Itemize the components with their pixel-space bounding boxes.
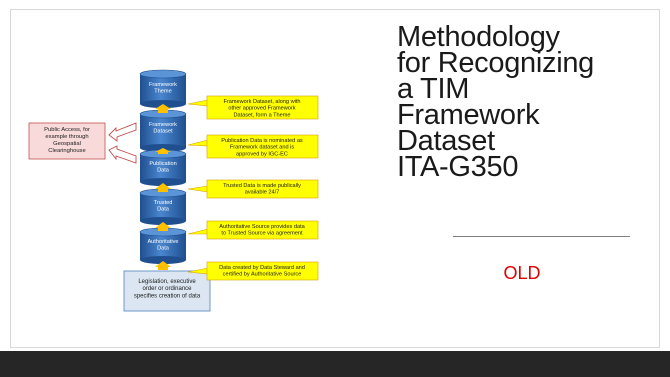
slide-border bbox=[10, 9, 660, 348]
title-divider bbox=[453, 236, 630, 237]
up-arrow-icon bbox=[155, 222, 171, 231]
up-arrow-icon bbox=[155, 104, 171, 113]
left-arrow-icon bbox=[108, 145, 137, 164]
svg-text:Trusted Data is made publicall: Trusted Data is made publicallyavailable… bbox=[223, 183, 301, 196]
up-arrow-icon bbox=[155, 261, 171, 270]
svg-text:Data created by Data Steward a: Data created by Data Steward andcertifie… bbox=[219, 265, 305, 278]
status-label: OLD bbox=[503, 263, 541, 283]
slide-title: Methodology for Recognizing a TIM Framew… bbox=[397, 21, 594, 183]
flow-arrows bbox=[155, 104, 171, 270]
up-arrow-icon bbox=[155, 183, 171, 192]
source-box bbox=[123, 270, 211, 312]
footer-bar bbox=[0, 351, 670, 377]
left-arrow-icon bbox=[108, 122, 137, 142]
up-arrow-icon bbox=[155, 148, 171, 154]
public-access-box bbox=[28, 122, 106, 160]
svg-text:Publication Data is nominated: Publication Data is nominated asFramewor… bbox=[221, 138, 303, 157]
